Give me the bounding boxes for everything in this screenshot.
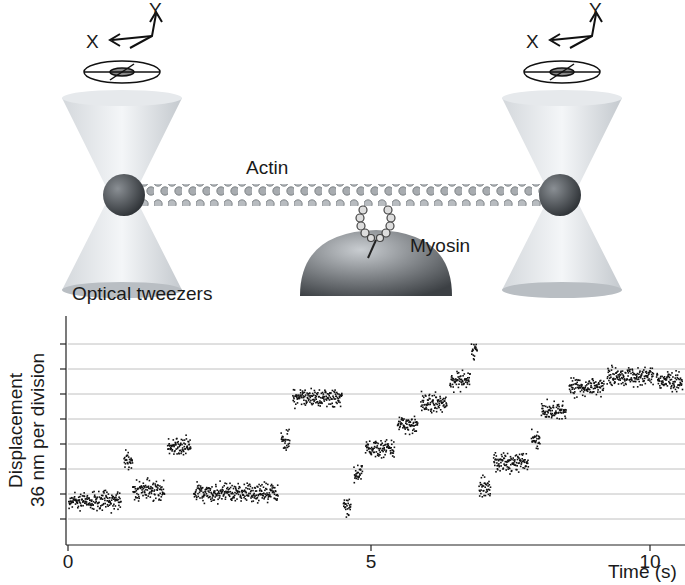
part-name: Actin <box>246 158 288 179</box>
axis-label: X <box>86 32 99 53</box>
tick-label: 5 <box>366 552 377 573</box>
axis-label: X <box>526 32 539 53</box>
part-name: Myosin <box>410 236 470 257</box>
part-name: Optical tweezers <box>72 284 212 305</box>
axis-title: Displacement <box>6 372 27 487</box>
displacement-trace <box>68 343 683 517</box>
axis-label: Y <box>589 0 602 21</box>
tick-label: 0 <box>63 552 74 573</box>
axis-title: Time (s) <box>608 562 677 583</box>
axis-unit: 36 nm per division <box>28 353 49 507</box>
axis-label: Y <box>149 0 162 21</box>
